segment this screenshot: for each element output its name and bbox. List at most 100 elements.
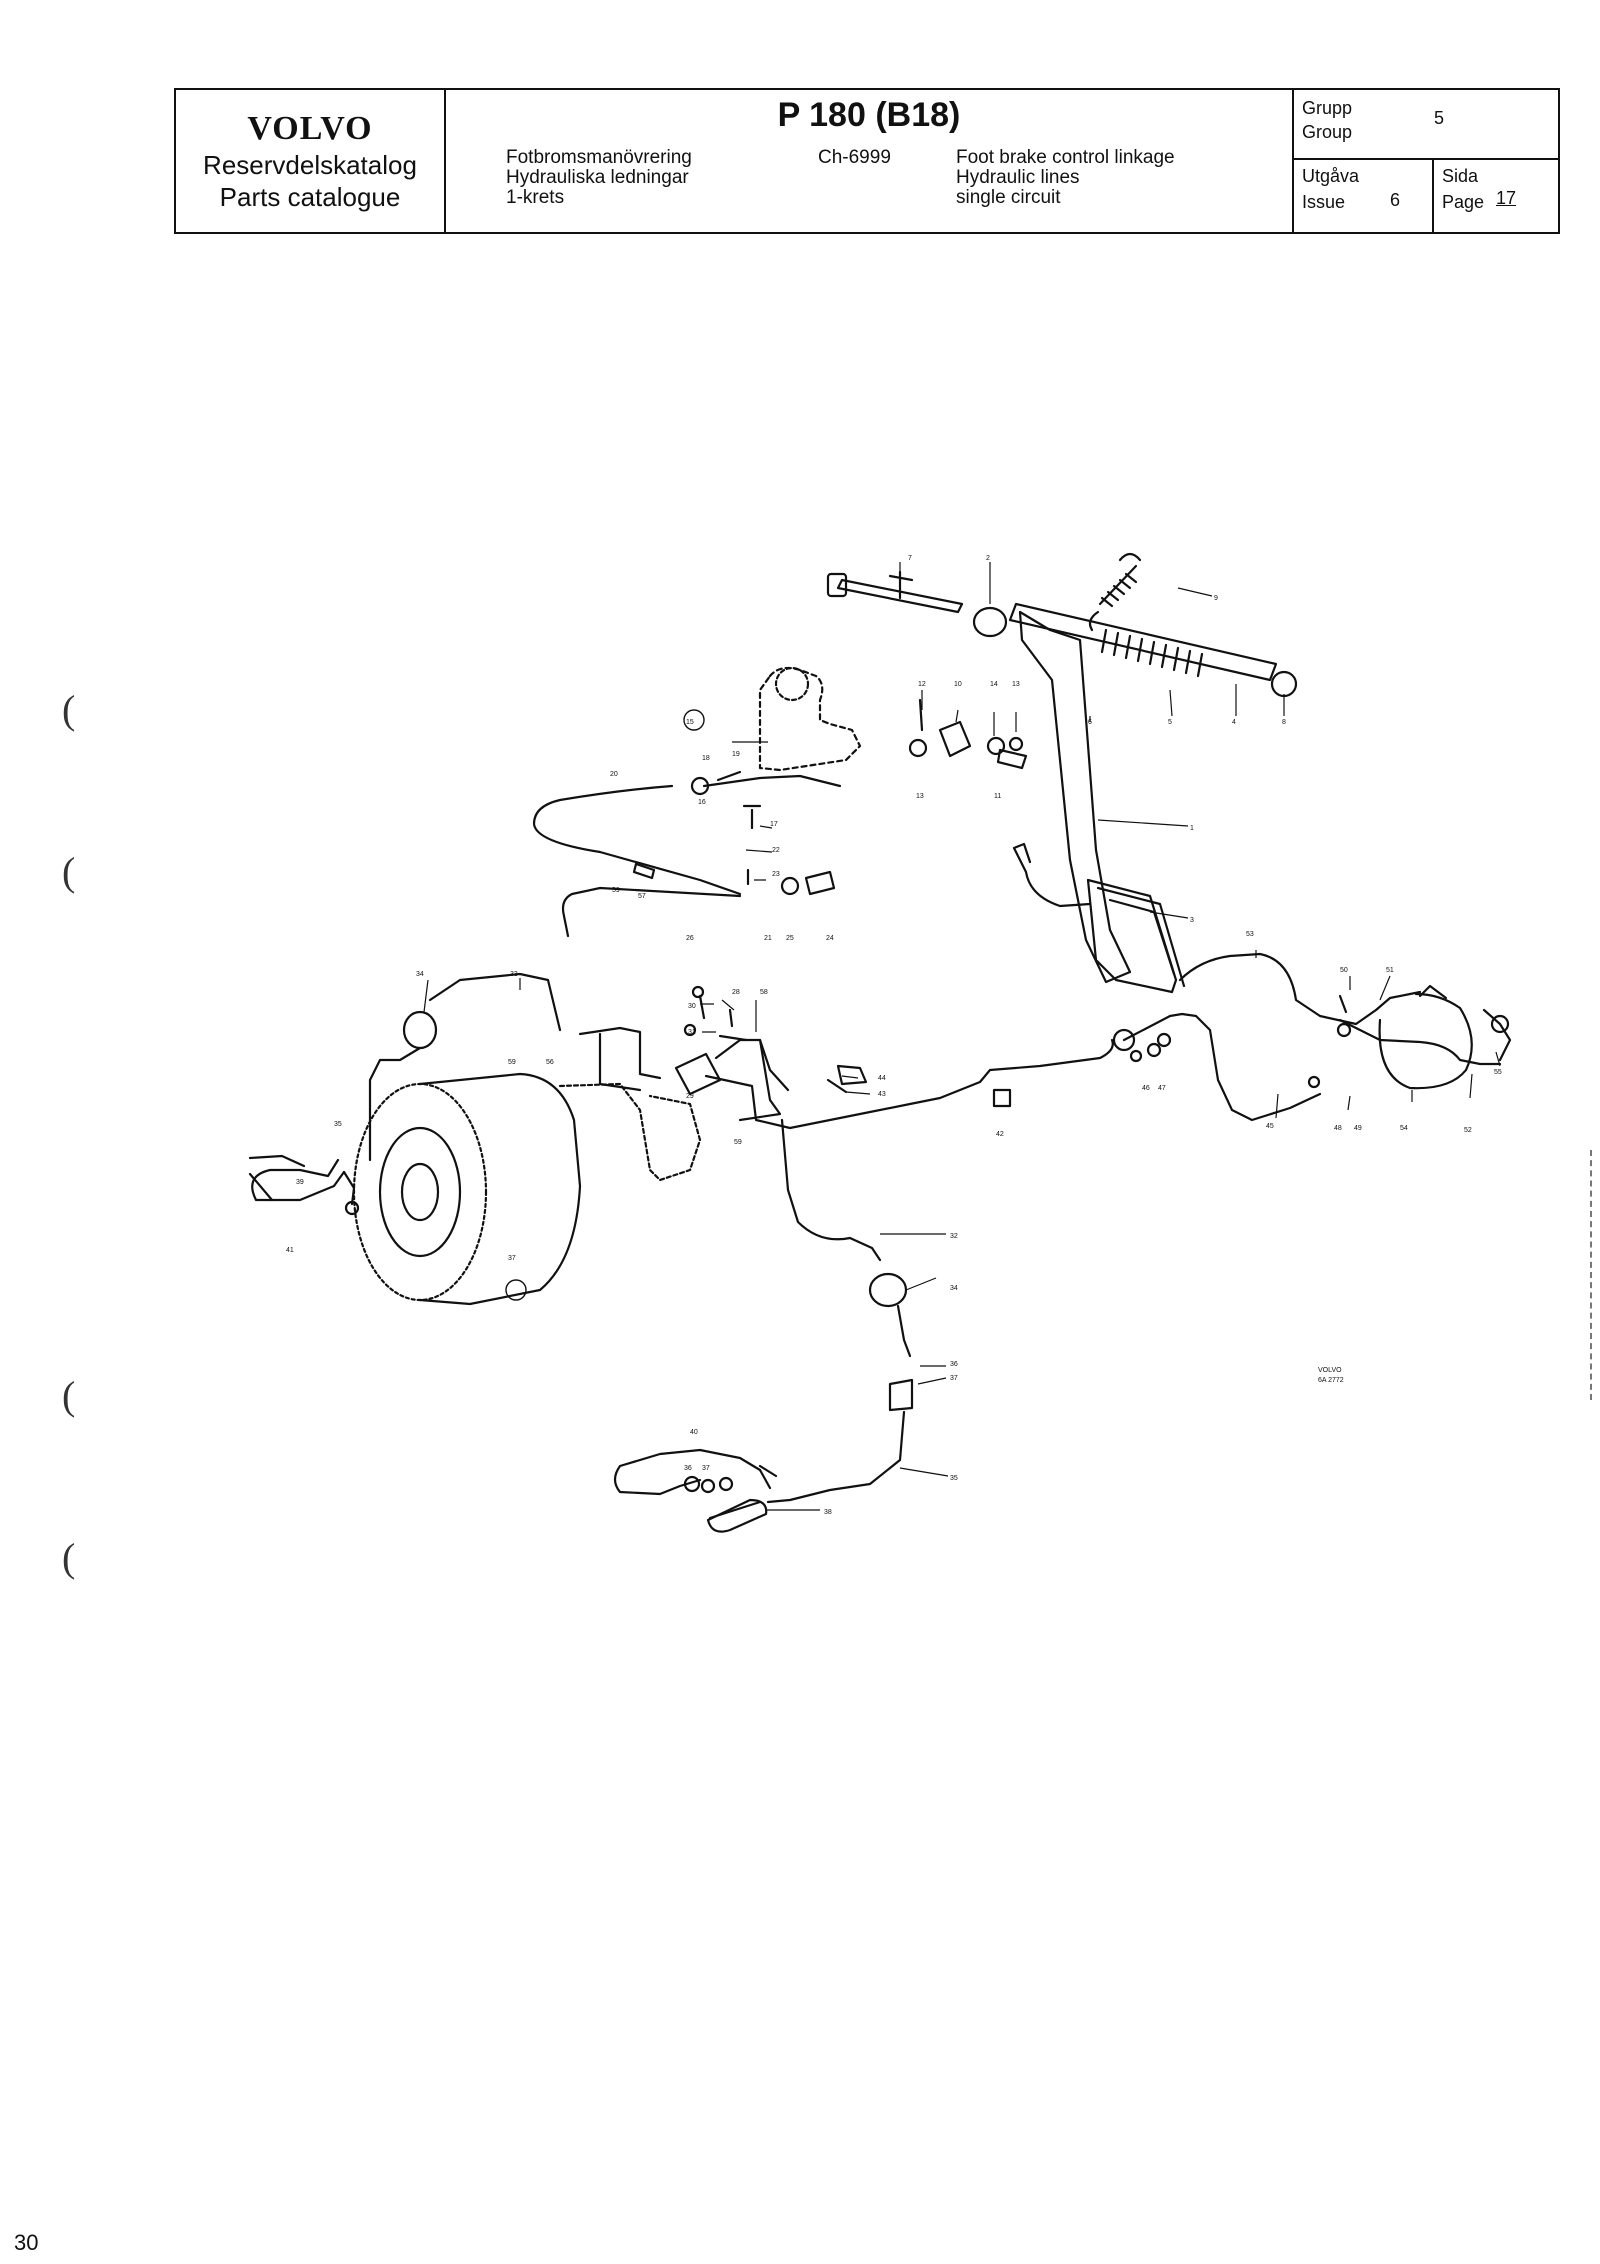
svg-text:35: 35 — [950, 1475, 958, 1482]
brake-light-switch — [804, 870, 836, 896]
svg-text:22: 22 — [772, 847, 780, 854]
svg-text:34: 34 — [416, 971, 424, 978]
svg-text:21: 21 — [764, 935, 772, 942]
part-number-labels: 7 2 9 12 10 14 13 6 5 4 8 15 18 19 16 17… — [286, 555, 1502, 1516]
svg-text:38: 38 — [824, 1509, 832, 1516]
main-rear-pipe — [704, 1038, 1114, 1130]
svg-text:23: 23 — [772, 871, 780, 878]
svg-text:19: 19 — [732, 751, 740, 758]
chassis-range: Ch-6999 — [818, 147, 891, 168]
rear-flex-hose — [1122, 1012, 1322, 1122]
svg-text:57: 57 — [638, 893, 646, 900]
english-description: Foot brake control linkage Hydraulic lin… — [956, 147, 1175, 208]
svg-text:25: 25 — [786, 935, 794, 942]
svg-text:13: 13 — [1012, 681, 1020, 688]
svg-text:31: 31 — [688, 1029, 696, 1036]
pipe-32 — [780, 1118, 882, 1262]
brand-line-swedish: Reservdelskatalog — [203, 150, 417, 180]
svg-text:4: 4 — [1232, 719, 1236, 726]
svg-text:14: 14 — [990, 681, 998, 688]
pedal-arm — [1018, 610, 1132, 984]
bolt-head — [826, 572, 848, 598]
svg-text:3: 3 — [1190, 917, 1194, 924]
svg-text:36: 36 — [684, 1465, 692, 1472]
pipe-35-right — [766, 1410, 906, 1504]
svg-text:32: 32 — [950, 1233, 958, 1240]
svg-text:37: 37 — [950, 1375, 958, 1382]
svg-text:37: 37 — [702, 1465, 710, 1472]
pedal-shaft — [1008, 602, 1278, 682]
washer — [908, 738, 928, 758]
svg-text:24: 24 — [826, 935, 834, 942]
return-spring — [1088, 552, 1142, 632]
svg-text:45: 45 — [1266, 1123, 1274, 1130]
svg-text:26: 26 — [686, 935, 694, 942]
shaft-coils — [1100, 628, 1204, 678]
svg-text:54: 54 — [1400, 1125, 1408, 1132]
three-way-union — [674, 1052, 722, 1096]
clip-37-right — [888, 1378, 914, 1412]
svg-text:43: 43 — [878, 1091, 886, 1098]
svg-text:48: 48 — [1334, 1125, 1342, 1132]
pipe-26 — [561, 886, 742, 938]
page-cell: Sida Page 17 — [1442, 166, 1517, 212]
shaft-nut — [1270, 670, 1298, 698]
svg-text:16: 16 — [698, 799, 706, 806]
svg-text:56: 56 — [546, 1059, 554, 1066]
svg-text:2: 2 — [986, 555, 990, 562]
svg-text:11: 11 — [994, 793, 1001, 800]
reference-block: Grupp Group 5 Utgåva Issue 6 Sida Page 1… — [1294, 90, 1558, 232]
bolt-22 — [742, 804, 762, 830]
svg-text:34: 34 — [950, 1285, 958, 1292]
swedish-description: Fotbromsmanövrering Hydrauliska ledninga… — [506, 147, 692, 208]
svg-text:59: 59 — [612, 887, 620, 894]
svg-text:33: 33 — [510, 971, 518, 978]
title-block: P 180 (B18) Fotbromsmanövrering Hydrauli… — [446, 90, 1294, 232]
svg-text:58: 58 — [760, 989, 768, 996]
spacer-t — [888, 570, 914, 600]
grommet-34-right — [868, 1272, 908, 1308]
brake-drum-37 — [352, 1082, 488, 1302]
svg-text:41: 41 — [286, 1247, 294, 1254]
brand-block: VOLVO Reservdelskatalog Parts catalogue — [176, 90, 446, 232]
svg-text:6: 6 — [1088, 719, 1092, 726]
pipe-upper — [702, 774, 842, 788]
svg-text:5: 5 — [1168, 719, 1172, 726]
svg-text:8: 8 — [1282, 719, 1286, 726]
pipe-56 — [578, 1026, 662, 1080]
svg-text:17: 17 — [770, 821, 778, 828]
svg-text:15: 15 — [686, 719, 694, 726]
group-value: 5 — [1434, 108, 1445, 128]
svg-text:52: 52 — [1464, 1127, 1472, 1134]
svg-text:50: 50 — [1340, 967, 1348, 974]
svg-text:51: 51 — [1386, 967, 1394, 974]
binding-hole-mark: ( — [62, 1373, 76, 1418]
svg-text:37: 37 — [508, 1255, 516, 1262]
push-rod-fork — [938, 720, 972, 758]
svg-text:18: 18 — [702, 755, 710, 762]
svg-text:59: 59 — [508, 1059, 516, 1066]
svg-text:1: 1 — [1190, 825, 1194, 832]
pivot-bolt — [836, 578, 964, 614]
pipe-20 — [532, 784, 742, 896]
rear-axle-line-53 — [1178, 952, 1422, 1026]
svg-text:40: 40 — [690, 1429, 698, 1436]
page-number: 30 — [14, 2230, 39, 2255]
brand-line-english: Parts catalogue — [219, 182, 401, 212]
model-title: P 180 (B18) — [777, 96, 961, 134]
bracket-38 — [706, 1498, 768, 1533]
edge-dashed-mark — [1590, 1150, 1594, 1400]
svg-text:53: 53 — [1246, 931, 1254, 938]
svg-text:59: 59 — [734, 1139, 742, 1146]
svg-text:36: 36 — [950, 1361, 958, 1368]
svg-text:30: 30 — [688, 1003, 696, 1010]
figure-code-line2: 6A 2772 — [1318, 1377, 1344, 1384]
volvo-logo: VOLVO — [247, 110, 373, 147]
binding-hole-mark: ( — [62, 849, 76, 894]
svg-text:55: 55 — [1494, 1069, 1502, 1076]
svg-text:42: 42 — [996, 1131, 1004, 1138]
issue-value: 6 — [1390, 190, 1401, 210]
svg-text:28: 28 — [732, 989, 740, 996]
rear-t-piece — [1338, 1018, 1502, 1066]
